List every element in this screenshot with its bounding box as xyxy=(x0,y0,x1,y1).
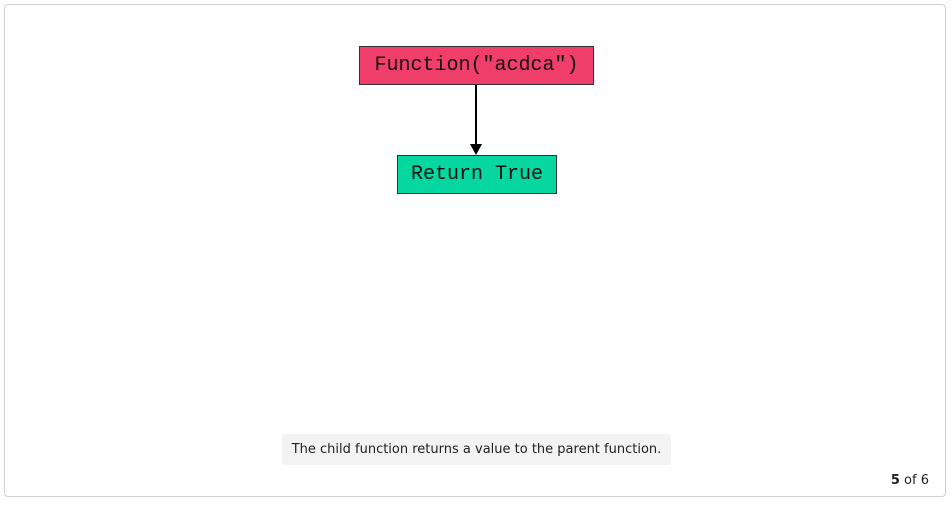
edge-arrowhead xyxy=(470,144,482,155)
return-value-node: Return True xyxy=(397,155,557,194)
step-pager: 5 of 6 xyxy=(891,473,929,488)
step-caption: The child function returns a value to th… xyxy=(282,434,671,465)
pager-total: 6 xyxy=(920,473,929,488)
pager-current: 5 xyxy=(890,473,900,488)
parent-function-node: Function("acdca") xyxy=(359,46,594,85)
slide-frame: Function("acdca") Return True The child … xyxy=(4,4,946,497)
caption-text: The child function returns a value to th… xyxy=(291,442,662,457)
pager-separator: of xyxy=(904,473,917,488)
